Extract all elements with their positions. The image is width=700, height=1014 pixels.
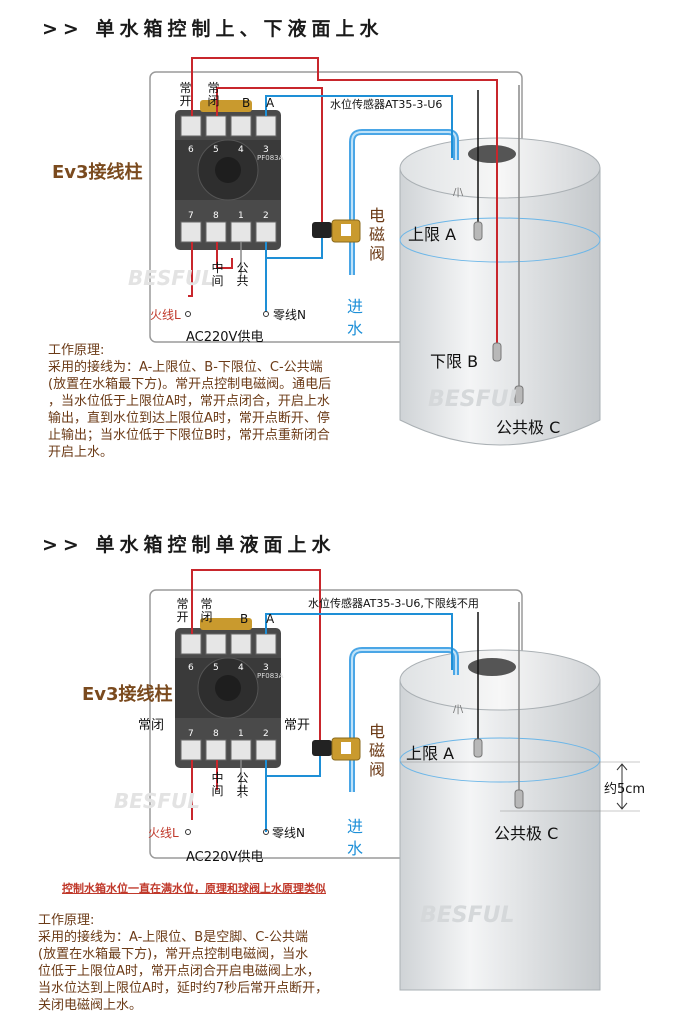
label-a: A	[266, 96, 275, 110]
lower-limit-label: 下限 B	[430, 352, 479, 371]
relay-terminals	[180, 115, 277, 243]
principle-2: 工作原理: 采用的接线为：A-上限位、B是空脚、C-公共端 (放置在水箱最下方)…	[38, 913, 329, 1013]
watermark: BESFUL	[128, 266, 214, 290]
neutral-label-2: 零线N	[272, 826, 305, 840]
sensor-label: 水位传感器AT35-3-U6	[330, 98, 443, 111]
supply-label-2: AC220V供电	[186, 850, 264, 865]
upper-probe	[473, 738, 483, 758]
svg-text:/|\: /|\	[453, 187, 464, 198]
relay-body	[175, 618, 281, 768]
valve-label: 电磁阀	[368, 206, 385, 263]
live-wire	[191, 569, 321, 746]
svg-text:2: 2	[263, 729, 269, 739]
svg-text:7: 7	[188, 211, 194, 221]
live-label-2: 火线L	[148, 826, 179, 840]
water-tank	[399, 137, 601, 446]
section-2-diagram: /|\ BESFUL BESFUL 6 5 4 3 7 8 1 2 PF083A	[114, 569, 640, 991]
relay-terminals	[180, 633, 277, 761]
svg-text:/|\: /|\	[453, 704, 464, 715]
principle-1: 工作原理: 采用的接线为：A-上限位、B-下限位、C-公共端 (放置在水箱最下方…	[48, 343, 332, 460]
label-middle: 中间	[211, 261, 224, 288]
svg-text:PF083A: PF083A	[257, 154, 284, 162]
label-common-2: 公共	[236, 771, 249, 798]
svg-text:5: 5	[213, 145, 219, 155]
inlet-label: 进水	[346, 297, 363, 338]
label-a-2: A	[266, 612, 275, 626]
side-nc-label: 常闭	[138, 718, 165, 733]
section-1-diagram: /|\ BESFUL BESFUL 6 5 4 3 7 8 1 2 PF083A	[128, 57, 601, 446]
label-normally-open-2: 常开	[176, 597, 189, 624]
section-1-title: >> 单水箱控制上、下液面上水	[42, 18, 384, 40]
valve-label-2: 电磁阀	[368, 722, 385, 779]
svg-text:4: 4	[238, 145, 244, 155]
common-probe	[514, 385, 524, 405]
svg-text:BESFUL: BESFUL	[428, 387, 523, 412]
label-normally-closed: 常闭	[207, 81, 220, 108]
svg-text:8: 8	[213, 211, 219, 221]
upper-limit-label-2: 上限 A	[406, 744, 455, 763]
section-2-title: >> 单水箱控制单液面上水	[42, 534, 336, 556]
lower-probe	[492, 342, 502, 362]
solenoid-valve	[312, 737, 361, 761]
label-normally-open: 常开	[179, 81, 192, 108]
svg-text:5: 5	[213, 663, 219, 673]
ev3-label: Ev3接线柱	[52, 162, 143, 183]
inlet-label-2: 进水	[346, 817, 363, 858]
notice-text: 控制水箱水位一直在满水位，原理和球阀上水原理类似	[62, 882, 326, 895]
common-probe	[514, 789, 524, 809]
svg-text:PF083A: PF083A	[257, 672, 284, 680]
watermark: BESFUL	[114, 789, 200, 813]
svg-text:2: 2	[263, 211, 269, 221]
upper-limit-label: 上限 A	[408, 225, 457, 244]
relay-body	[175, 100, 281, 250]
svg-text:7: 7	[188, 729, 194, 739]
svg-text:6: 6	[188, 145, 194, 155]
live-wire	[191, 57, 498, 116]
svg-text:1: 1	[238, 211, 244, 221]
side-no-label: 常开	[284, 718, 311, 733]
upper-probe	[473, 221, 483, 241]
label-common: 公共	[236, 261, 249, 288]
solenoid-valve	[312, 219, 361, 243]
svg-text:1: 1	[238, 729, 244, 739]
supply-label: AC220V供电	[186, 330, 264, 345]
label-b-2: B	[240, 612, 249, 626]
svg-text:3: 3	[263, 663, 269, 673]
water-tank	[399, 649, 601, 991]
label-b: B	[242, 96, 251, 110]
svg-text:BESFUL: BESFUL	[420, 903, 515, 928]
neutral-label: 零线N	[273, 308, 306, 322]
live-label: 火线L	[150, 308, 181, 322]
svg-text:4: 4	[238, 663, 244, 673]
label-middle-2: 中间	[211, 771, 224, 798]
svg-text:8: 8	[213, 729, 219, 739]
svg-text:3: 3	[263, 145, 269, 155]
sensor-label-2: 水位传感器AT35-3-U6,下限线不用	[308, 597, 479, 610]
neutral-wire	[265, 754, 321, 777]
neutral-wire	[265, 236, 323, 259]
label-normally-closed-2: 常闭	[200, 597, 213, 624]
ev3-label-2: Ev3接线柱	[82, 684, 173, 705]
svg-text:6: 6	[188, 663, 194, 673]
common-pole-label: 公共极 C	[496, 418, 561, 437]
common-pole-label-2: 公共极 C	[494, 824, 559, 843]
gap-label: 约5cm	[604, 782, 646, 797]
